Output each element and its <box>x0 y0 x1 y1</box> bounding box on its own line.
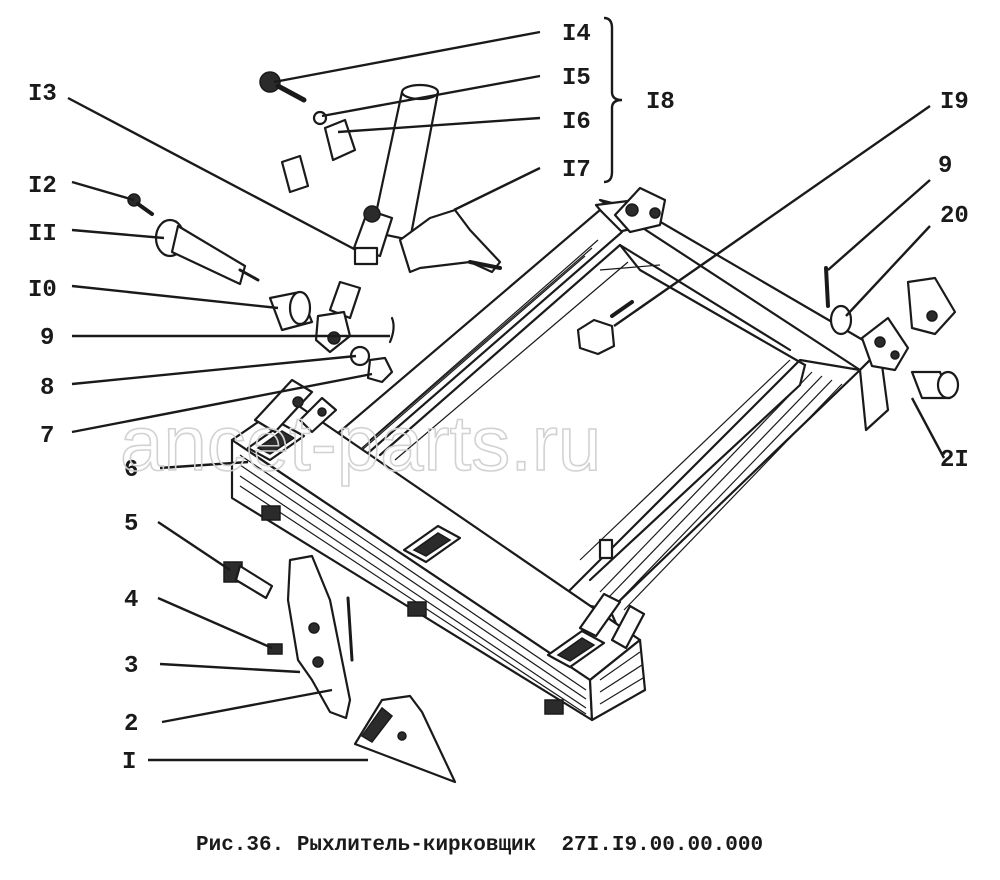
leader-19 <box>613 105 931 327</box>
callout-17: I7 <box>562 157 591 184</box>
tooth-socket <box>546 629 606 669</box>
leader-5 <box>157 521 231 571</box>
leader-3 <box>159 662 301 674</box>
part-nut-7 <box>366 356 394 384</box>
leader-13 <box>67 96 357 252</box>
part-yoke-17 <box>398 208 502 274</box>
part-shank-2 <box>286 554 354 720</box>
callout-2: 2 <box>124 711 138 738</box>
callout-11: II <box>28 221 57 248</box>
callout-12: I2 <box>28 173 57 200</box>
callout-1: I <box>122 749 136 776</box>
leader-14 <box>273 30 541 84</box>
leader-20 <box>845 225 931 317</box>
leader-2 <box>161 688 333 724</box>
callout-4: 4 <box>124 587 138 614</box>
part-washer-15 <box>312 110 328 126</box>
callout-9a: 9 <box>40 325 54 352</box>
part-clamp-16 <box>280 118 357 194</box>
watermark: ancet-parts.ru <box>120 399 601 487</box>
part-bolt-21 <box>910 370 960 400</box>
part-bolt-5 <box>223 561 274 600</box>
part-tooth-1 <box>353 694 457 784</box>
part-plate <box>906 276 957 336</box>
callouts: I 2 3 4 5 6 7 8 9 I0 II I2 I3 I4 I5 I6 I… <box>28 21 969 776</box>
callout-20: 20 <box>940 203 969 230</box>
part-washer-20 <box>829 304 853 336</box>
leader-21 <box>910 397 946 459</box>
part-pin-11 <box>154 218 260 286</box>
callout-14: I4 <box>562 21 591 48</box>
callout-21: 2I <box>940 447 969 474</box>
cylinder-assembly <box>314 83 440 354</box>
callout-6: 6 <box>124 457 138 484</box>
part-bushing-10 <box>268 290 314 332</box>
callout-8: 8 <box>40 375 54 402</box>
leader-11 <box>71 228 165 240</box>
part-bolt-14 <box>259 71 307 103</box>
callout-9b: 9 <box>938 153 952 180</box>
callout-19: I9 <box>940 89 969 116</box>
frame <box>230 186 910 722</box>
leader-10 <box>71 284 279 310</box>
callout-7: 7 <box>40 423 54 450</box>
tooth-socket <box>402 524 462 564</box>
callout-18: I8 <box>646 89 675 116</box>
leader-9b <box>827 179 931 271</box>
leader-8 <box>71 354 357 386</box>
callout-16: I6 <box>562 109 591 136</box>
tooth-socket <box>246 422 306 462</box>
leader-6 <box>159 460 249 470</box>
leader-15 <box>321 74 541 118</box>
callout-10: I0 <box>28 277 57 304</box>
leader-12 <box>71 180 135 202</box>
leader-4 <box>157 596 273 650</box>
part-nut-19 <box>576 300 634 356</box>
part-pin-9b <box>824 266 830 308</box>
callout-15: I5 <box>562 65 591 92</box>
leader-lines <box>67 16 946 762</box>
part-nipple-12 <box>127 193 154 216</box>
leader-7 <box>71 372 373 434</box>
part-cotter-9 <box>388 316 395 344</box>
leader-16 <box>337 116 541 134</box>
leader-17 <box>453 166 541 212</box>
figure-caption: Рис.36. Рыхлитель-кирковщик 27I.I9.00.00… <box>196 834 763 857</box>
group-brace <box>603 16 623 184</box>
part-pin-4 <box>267 643 283 655</box>
callout-3: 3 <box>124 653 138 680</box>
callout-5: 5 <box>124 511 138 538</box>
callout-13: I3 <box>28 81 57 108</box>
